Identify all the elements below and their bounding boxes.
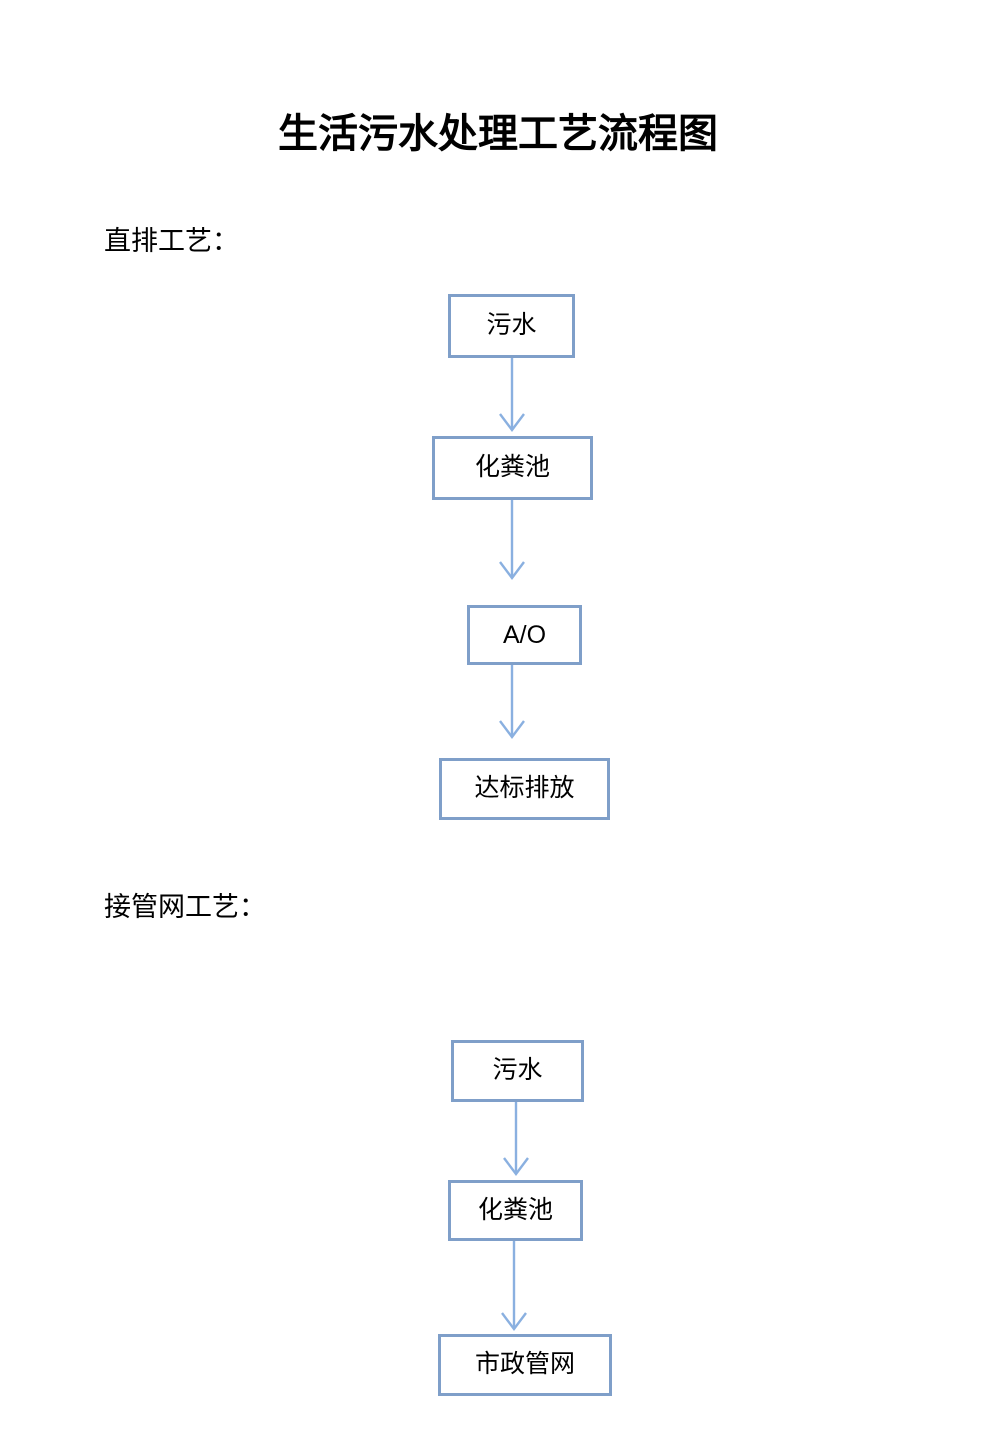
flow-node-sewage-1[interactable]: 污水 bbox=[448, 294, 575, 358]
flow-node-septic-tank-1[interactable]: 化粪池 bbox=[432, 436, 593, 500]
page-title: 生活污水处理工艺流程图 bbox=[278, 112, 718, 156]
flow-node-label: 达标排放 bbox=[474, 775, 575, 802]
flow-arrow-sewage-to-septic-1 bbox=[499, 358, 525, 432]
flow-node-label: 化粪池 bbox=[474, 454, 550, 481]
flow-node-label: A/O bbox=[502, 621, 547, 649]
section-caption-direct-discharge: 直排工艺： bbox=[104, 226, 239, 256]
flow-node-label: 污水 bbox=[486, 312, 537, 339]
flow-node-label: 污水 bbox=[492, 1057, 543, 1084]
flow-node-label: 化粪池 bbox=[477, 1196, 553, 1224]
flow-node-compliant-discharge[interactable]: 达标排放 bbox=[439, 758, 610, 820]
flow-arrow-sewage-to-septic-2 bbox=[503, 1102, 529, 1176]
flow-arrow-ao-to-discharge bbox=[499, 665, 525, 739]
section-caption-pipeline-connection: 接管网工艺： bbox=[104, 892, 266, 922]
flow-node-septic-tank-2[interactable]: 化粪池 bbox=[448, 1180, 583, 1241]
flow-node-municipal-pipe-network[interactable]: 市政管网 bbox=[438, 1334, 612, 1396]
flow-node-label: 市政管网 bbox=[474, 1351, 575, 1378]
flow-node-ao-process[interactable]: A/O bbox=[467, 605, 582, 665]
flow-arrow-septic-to-ao bbox=[499, 500, 525, 580]
flow-node-sewage-2[interactable]: 污水 bbox=[451, 1040, 584, 1102]
flow-arrow-septic-to-municipal bbox=[501, 1241, 527, 1331]
